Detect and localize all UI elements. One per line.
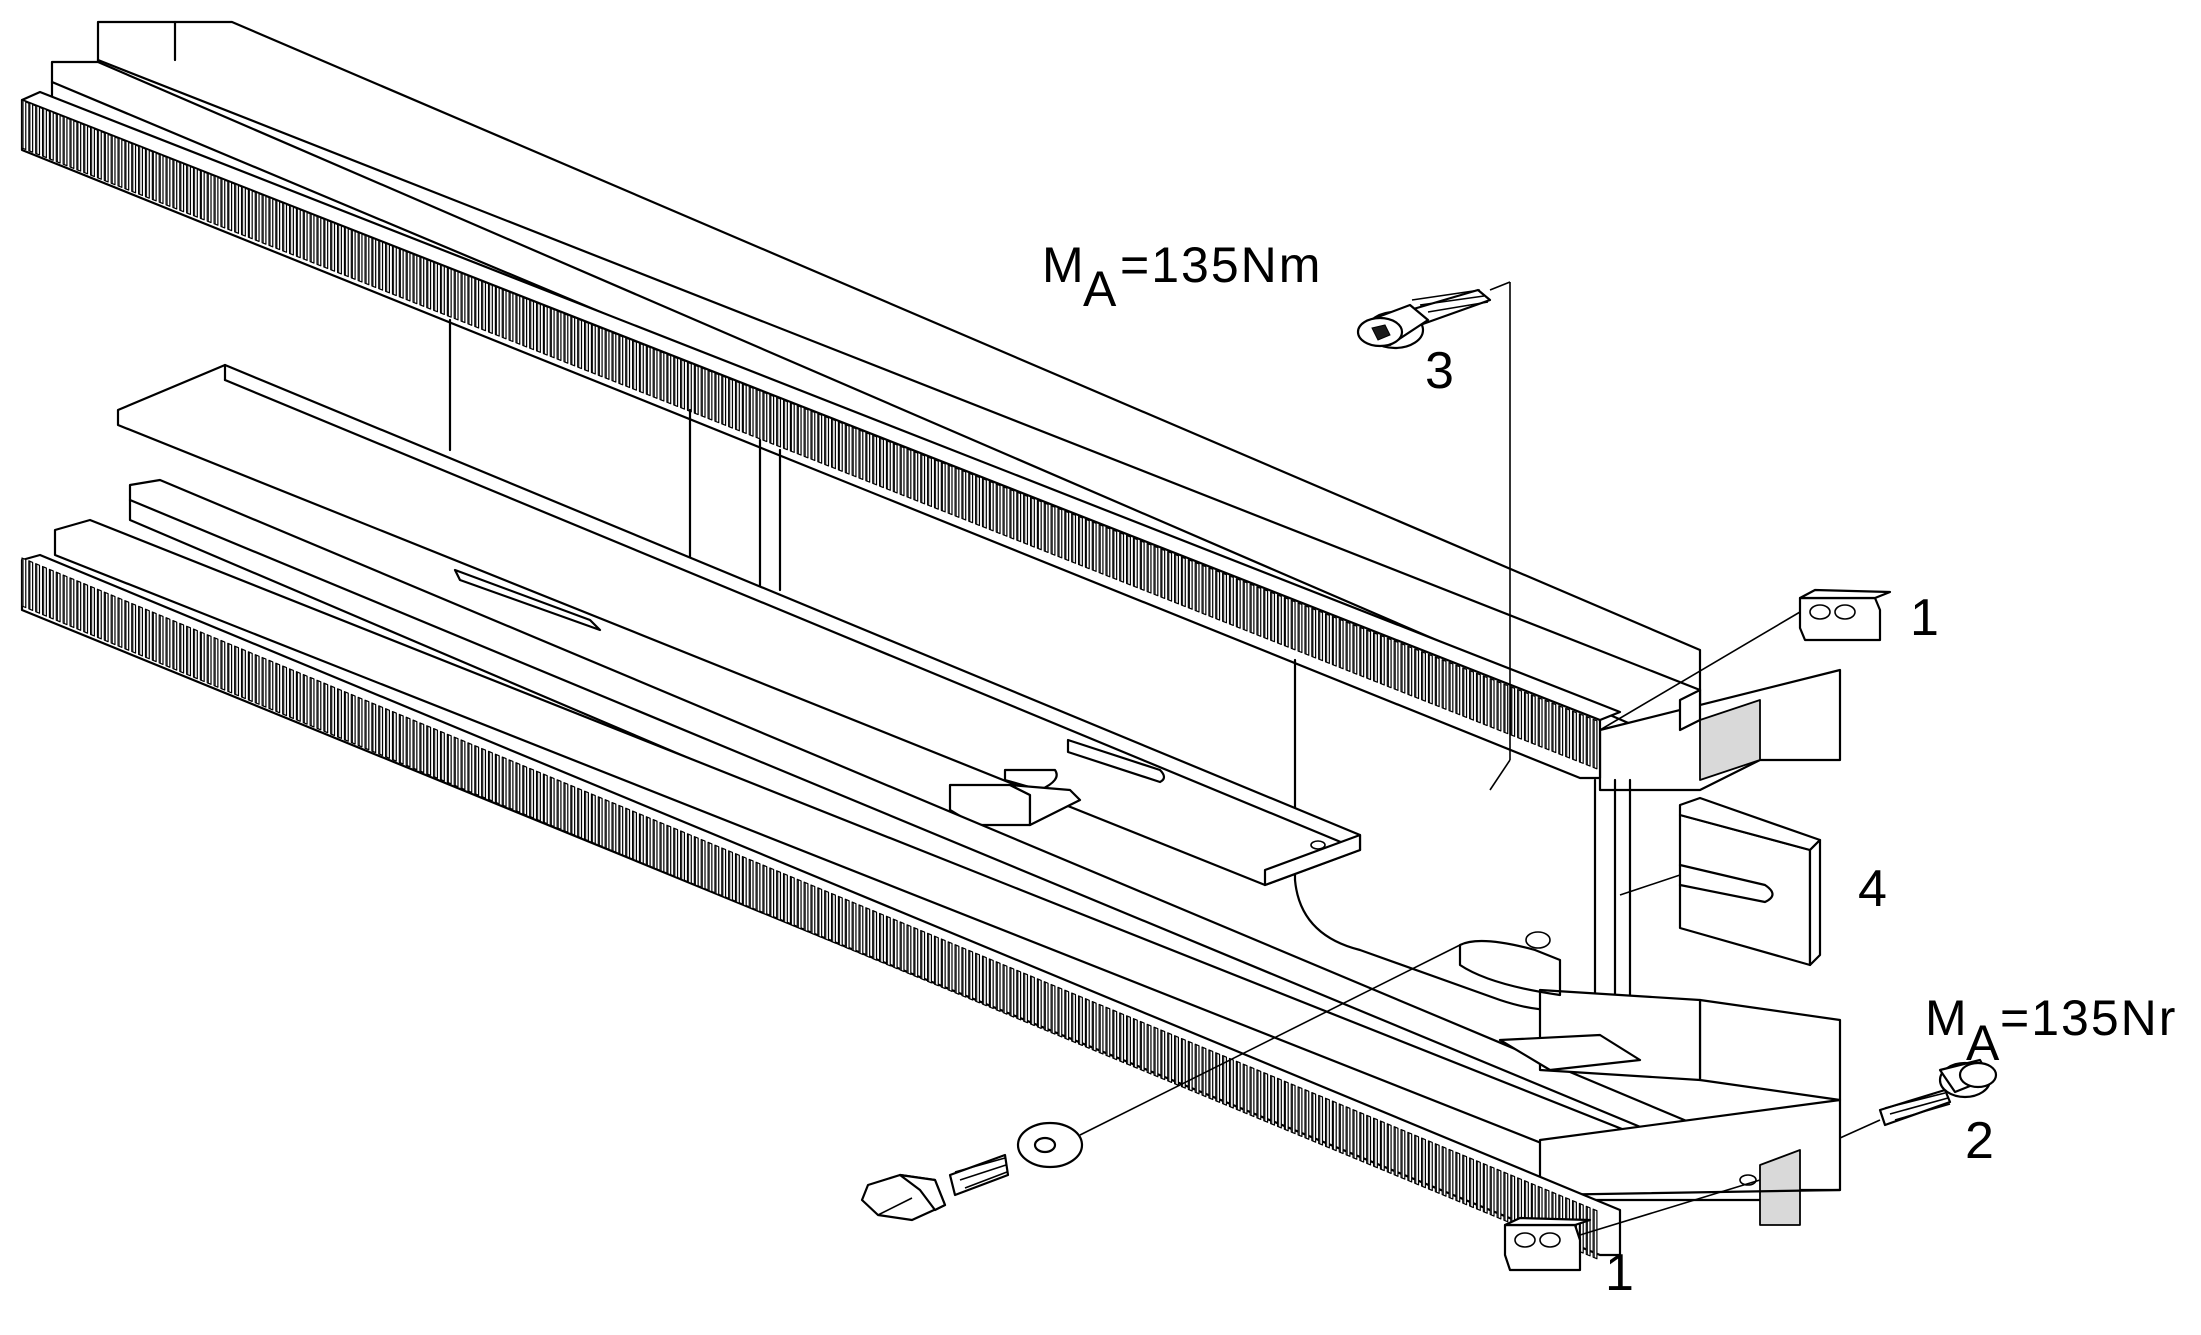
hex-bolt-with-washer bbox=[860, 944, 1461, 1222]
torque-right-value: =135Nr bbox=[2000, 990, 2177, 1046]
center-web bbox=[448, 318, 1632, 1012]
upper-gear-rack bbox=[20, 90, 1622, 780]
part-1-upper-key bbox=[1599, 588, 1892, 731]
shelf-plate bbox=[116, 363, 1362, 887]
lower-beam bbox=[53, 478, 1842, 1226]
part-4-shim-plate bbox=[1619, 796, 1822, 967]
torque-right-main: M bbox=[1925, 990, 1969, 1046]
torque-top-main: M bbox=[1042, 237, 1086, 293]
part-2-cap-screw bbox=[1839, 1058, 1998, 1139]
torque-top-value: =135Nm bbox=[1120, 237, 1322, 293]
torque-spec-right: M A =135Nr bbox=[1925, 990, 2177, 1071]
part-3-cap-screw bbox=[1356, 281, 1511, 791]
torque-spec-top: M A =135Nm bbox=[1042, 237, 1322, 317]
lower-gear-rack bbox=[20, 553, 1622, 1260]
lower-rack-teeth bbox=[21, 557, 1598, 1260]
upper-rack-teeth bbox=[21, 99, 1598, 770]
callout-part-1-lower: 1 bbox=[1605, 1244, 1634, 1302]
callout-part-1-upper: 1 bbox=[1910, 589, 1939, 647]
callout-part-2: 2 bbox=[1965, 1112, 1994, 1170]
torque-right-sub: A bbox=[1966, 1015, 2000, 1071]
callout-part-4: 4 bbox=[1858, 860, 1887, 918]
callout-part-3: 3 bbox=[1425, 342, 1454, 400]
torque-top-sub: A bbox=[1083, 261, 1117, 317]
part-1-lower-key bbox=[1503, 1179, 1761, 1272]
